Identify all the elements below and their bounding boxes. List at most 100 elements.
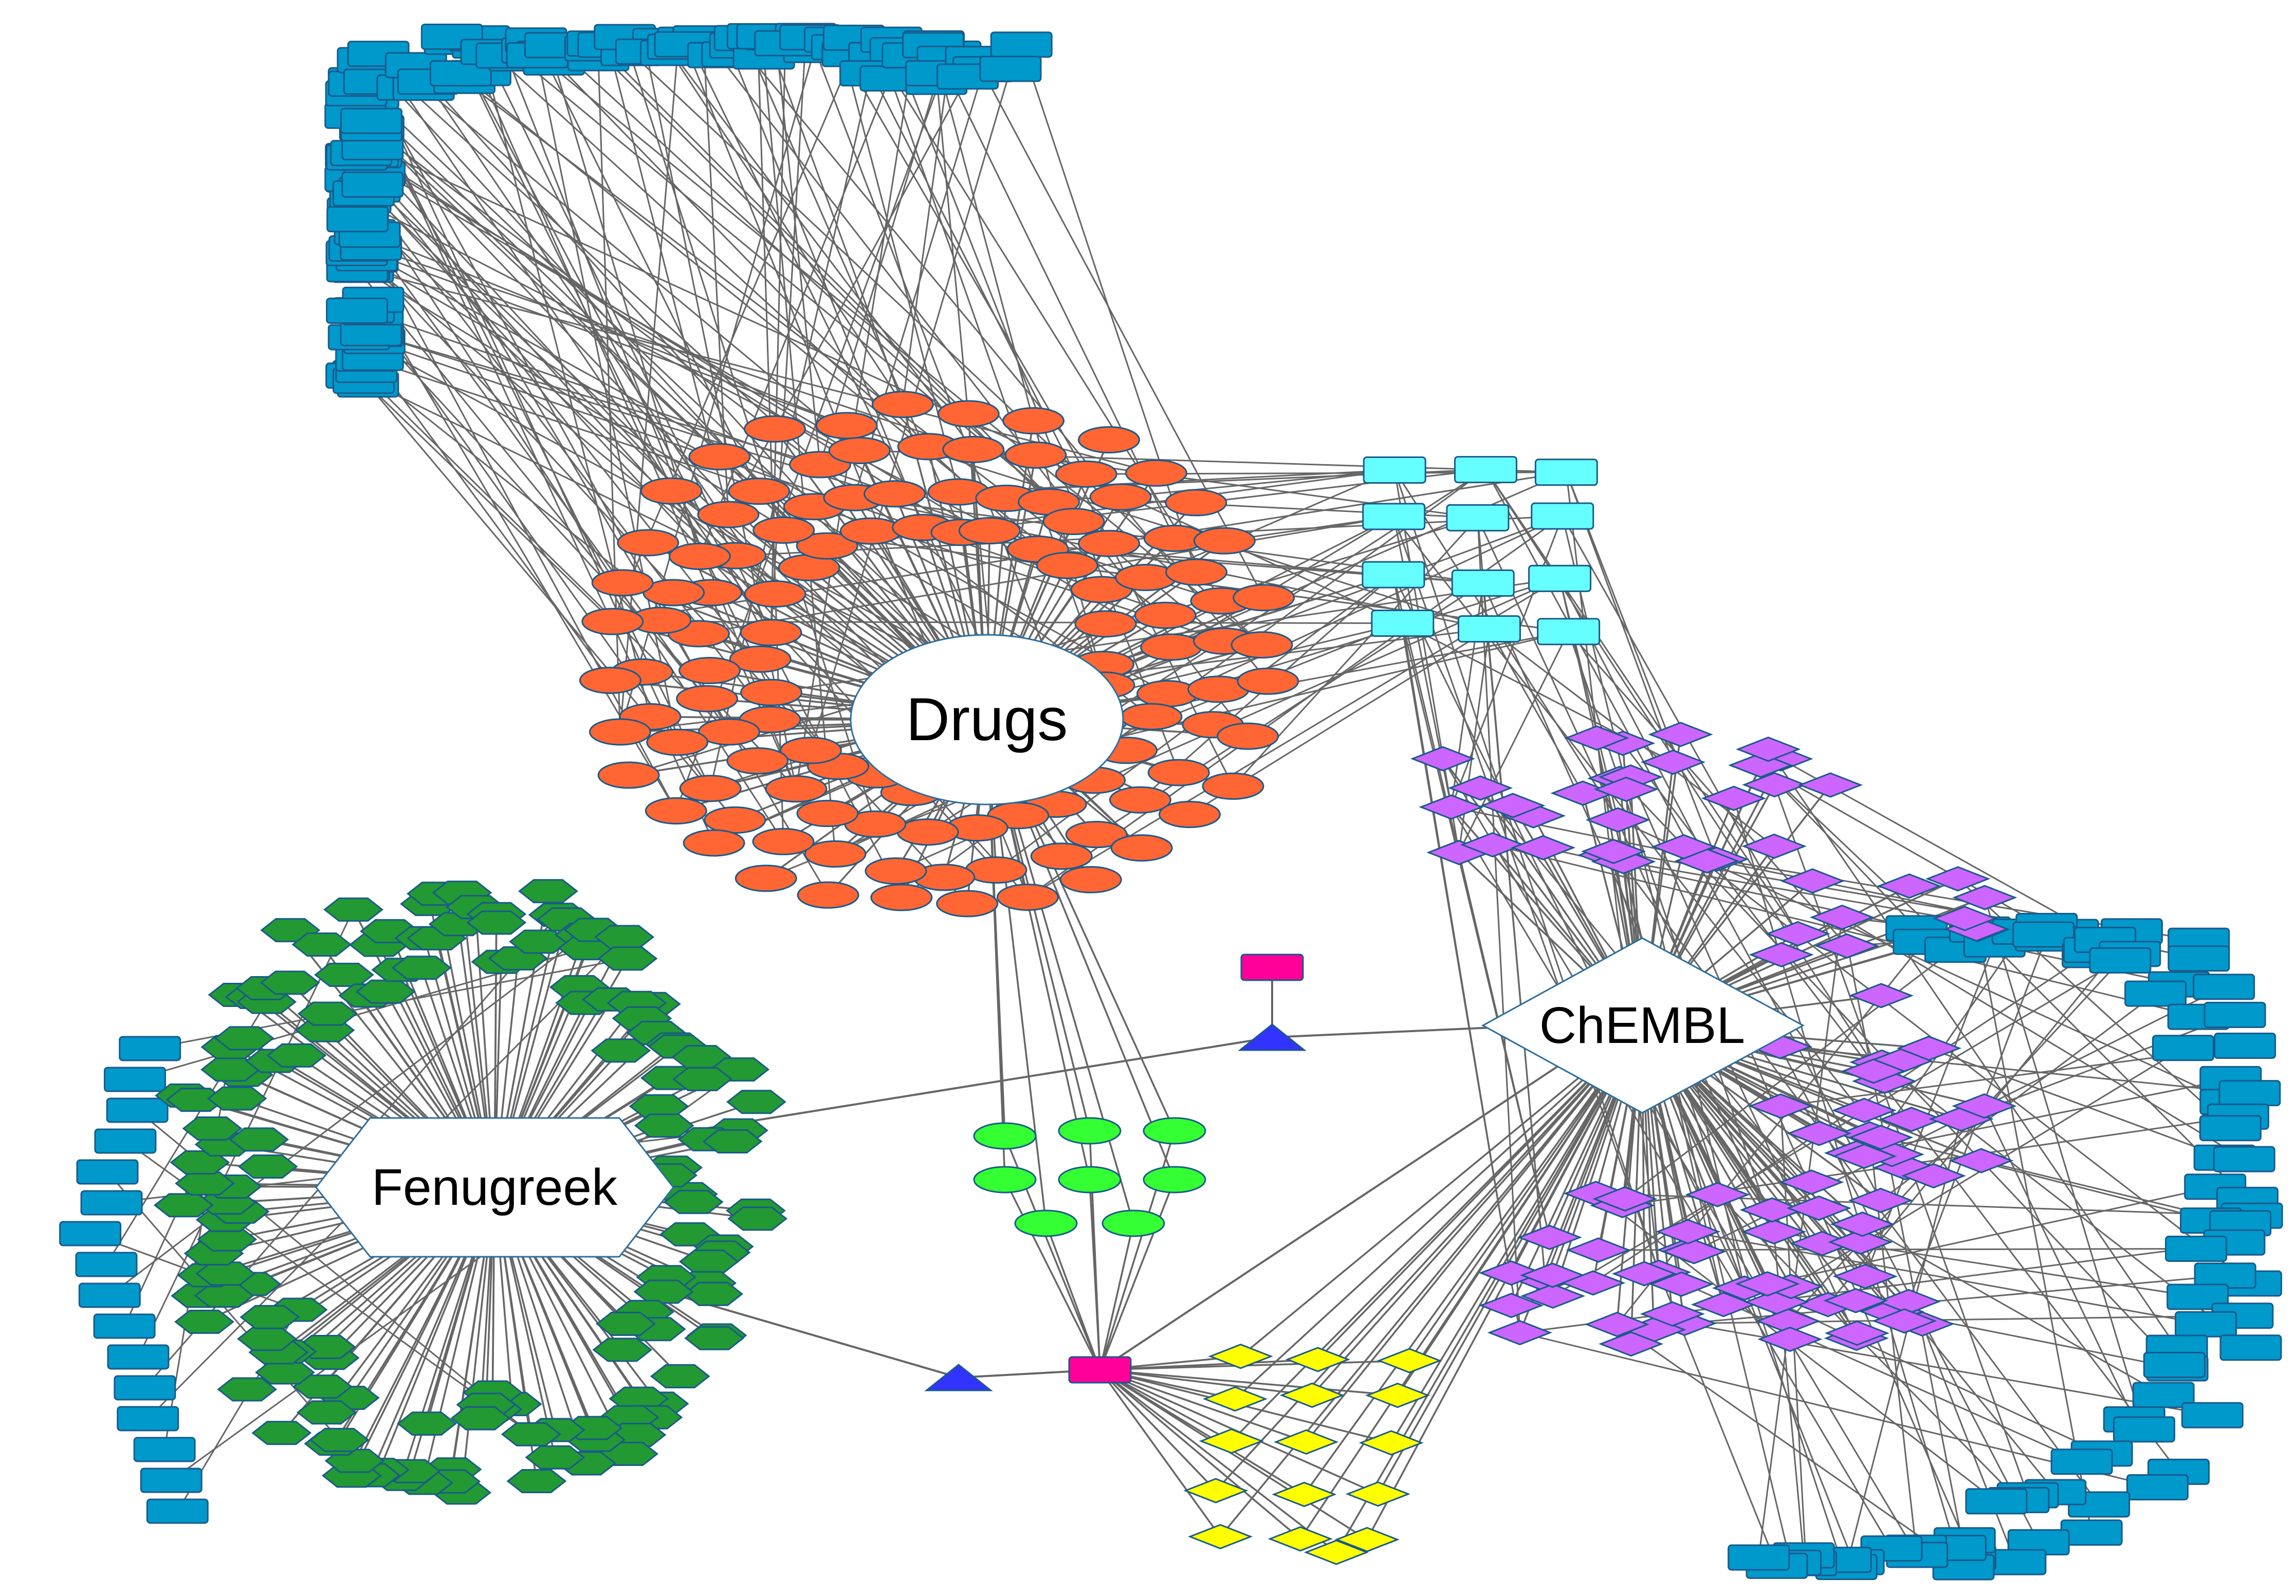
- chembl-compound-node[interactable]: [1649, 1271, 1714, 1297]
- drug-compound-node[interactable]: [668, 542, 731, 570]
- drug-compound-node[interactable]: [728, 478, 791, 505]
- chembl-compound-node[interactable]: [1701, 785, 1767, 811]
- shared-target-node[interactable]: [1363, 456, 1426, 484]
- chembl-compound-node[interactable]: [1832, 1263, 1898, 1289]
- drug-compound-node[interactable]: [828, 437, 891, 465]
- fenugreek-compound-node[interactable]: [684, 1326, 745, 1350]
- drug-compound-node[interactable]: [1030, 842, 1093, 870]
- drug-compound-node[interactable]: [744, 580, 806, 608]
- chembl-target-protein-node[interactable]: [2143, 1351, 2206, 1378]
- shared-target-node[interactable]: [1528, 564, 1592, 592]
- chembl-compound-node[interactable]: [1876, 1289, 1941, 1314]
- chembl-hub[interactable]: [1481, 937, 1805, 1114]
- fenugreek-target-protein-node[interactable]: [103, 1067, 166, 1092]
- chembl-compound-node[interactable]: [1832, 1143, 1897, 1169]
- chembl-compound-node[interactable]: [1585, 807, 1650, 833]
- bridge-compound-node[interactable]: [1376, 1348, 1442, 1373]
- fenugreek-compound-node[interactable]: [597, 946, 658, 971]
- drug-compound-node[interactable]: [1165, 558, 1228, 586]
- fenugreek-target-protein-node[interactable]: [75, 1252, 138, 1277]
- fenugreek-compound-node[interactable]: [672, 1067, 733, 1091]
- fenugreek-compound-node[interactable]: [450, 1406, 511, 1430]
- fenugreek-target-protein-node[interactable]: [94, 1128, 157, 1154]
- drug-bridge-node[interactable]: [1058, 1166, 1122, 1194]
- drug-compound-node[interactable]: [796, 800, 859, 828]
- chembl-compound-node[interactable]: [1648, 722, 1713, 747]
- chembl-compound-node[interactable]: [1479, 1293, 1544, 1318]
- drug-bridge-node[interactable]: [1143, 1166, 1206, 1194]
- drug-compound-node[interactable]: [896, 818, 959, 846]
- chembl-compound-node[interactable]: [1487, 1320, 1553, 1346]
- bridge-compound-node[interactable]: [1345, 1481, 1411, 1507]
- drug-compound-node[interactable]: [1147, 759, 1210, 786]
- bridge-compound-node[interactable]: [1268, 1526, 1333, 1552]
- chembl-compound-node[interactable]: [1419, 794, 1484, 820]
- chembl-compound-node[interactable]: [1661, 1239, 1726, 1264]
- drug-compound-node[interactable]: [1136, 680, 1199, 707]
- chembl-compound-node[interactable]: [1949, 1148, 2014, 1173]
- bridge-hub-node[interactable]: [1240, 953, 1304, 981]
- chembl-target-protein-node[interactable]: [1965, 1488, 2028, 1515]
- chembl-compound-node[interactable]: [1787, 1121, 1852, 1146]
- drug-compound-node[interactable]: [683, 829, 745, 857]
- fenugreek-compound-node[interactable]: [501, 1422, 561, 1446]
- drug-target-protein-node[interactable]: [979, 56, 1042, 82]
- drug-bridge-node[interactable]: [1101, 1209, 1165, 1237]
- chembl-compound-node[interactable]: [1830, 1212, 1895, 1237]
- drug-compound-node[interactable]: [1036, 552, 1098, 579]
- chembl-compound-node[interactable]: [1871, 1308, 1937, 1334]
- drug-compound-node[interactable]: [937, 400, 1000, 428]
- chembl-compound-node[interactable]: [1765, 921, 1830, 947]
- drug-bridge-node[interactable]: [1143, 1117, 1206, 1145]
- fenugreek-compound-node[interactable]: [663, 1189, 724, 1214]
- bridge-compound-node[interactable]: [1279, 1382, 1345, 1408]
- drug-compound-node[interactable]: [1074, 610, 1137, 638]
- chembl-target-protein-node[interactable]: [2218, 1080, 2281, 1107]
- fenugreek-compound-node[interactable]: [314, 962, 374, 987]
- chembl-compound-node[interactable]: [1823, 1288, 1888, 1313]
- fenugreek-compound-node[interactable]: [260, 970, 320, 995]
- drug-bridge-node[interactable]: [973, 1122, 1037, 1150]
- chembl-target-protein-node[interactable]: [2213, 1146, 2275, 1172]
- chembl-compound-node[interactable]: [1877, 873, 1942, 899]
- fenugreek-compound-node[interactable]: [396, 1411, 457, 1436]
- connector-node[interactable]: [1238, 1023, 1307, 1051]
- fenugreek-compound-node[interactable]: [237, 1327, 297, 1351]
- chembl-compound-node[interactable]: [1736, 736, 1801, 762]
- drug-compound-node[interactable]: [697, 501, 760, 528]
- drug-compound-node[interactable]: [688, 443, 751, 471]
- fenugreek-compound-node[interactable]: [174, 1310, 234, 1334]
- fenugreek-compound-node[interactable]: [240, 1305, 300, 1329]
- drug-compound-node[interactable]: [579, 667, 641, 694]
- drug-compound-node[interactable]: [698, 718, 761, 746]
- drug-compound-node[interactable]: [1120, 703, 1183, 730]
- chembl-target-protein-node[interactable]: [2050, 1448, 2113, 1475]
- chembl-compound-node[interactable]: [1757, 1326, 1823, 1352]
- chembl-compound-node[interactable]: [1848, 1125, 1914, 1150]
- drug-compound-node[interactable]: [942, 436, 1005, 464]
- bridge-compound-node[interactable]: [1208, 1344, 1273, 1369]
- chembl-target-protein-node[interactable]: [2152, 1035, 2214, 1061]
- fenugreek-compound-node[interactable]: [594, 925, 655, 949]
- shared-target-node[interactable]: [1454, 456, 1517, 484]
- chembl-compound-node[interactable]: [1901, 1163, 1966, 1189]
- drug-compound-node[interactable]: [1140, 633, 1203, 661]
- chembl-target-protein-node[interactable]: [2175, 1311, 2237, 1337]
- fenugreek-compound-node[interactable]: [251, 1421, 312, 1445]
- chembl-compound-node[interactable]: [1848, 983, 1914, 1008]
- fenugreek-compound-node[interactable]: [592, 1337, 653, 1362]
- shared-target-node[interactable]: [1534, 458, 1598, 486]
- drug-compound-node[interactable]: [597, 761, 660, 789]
- chembl-target-protein-node[interactable]: [2012, 921, 2075, 948]
- drug-compound-node[interactable]: [1002, 407, 1065, 435]
- fenugreek-hub[interactable]: [315, 1117, 674, 1258]
- chembl-compound-node[interactable]: [1480, 793, 1546, 818]
- chembl-compound-node[interactable]: [1742, 772, 1807, 798]
- drug-compound-node[interactable]: [740, 678, 802, 706]
- chembl-target-protein-node[interactable]: [1728, 1544, 1790, 1571]
- chembl-compound-node[interactable]: [1520, 1283, 1586, 1309]
- chembl-compound-node[interactable]: [1925, 866, 1991, 892]
- drug-compound-node[interactable]: [1065, 821, 1128, 849]
- drug-compound-node[interactable]: [640, 477, 703, 505]
- bridge-compound-node[interactable]: [1202, 1386, 1268, 1412]
